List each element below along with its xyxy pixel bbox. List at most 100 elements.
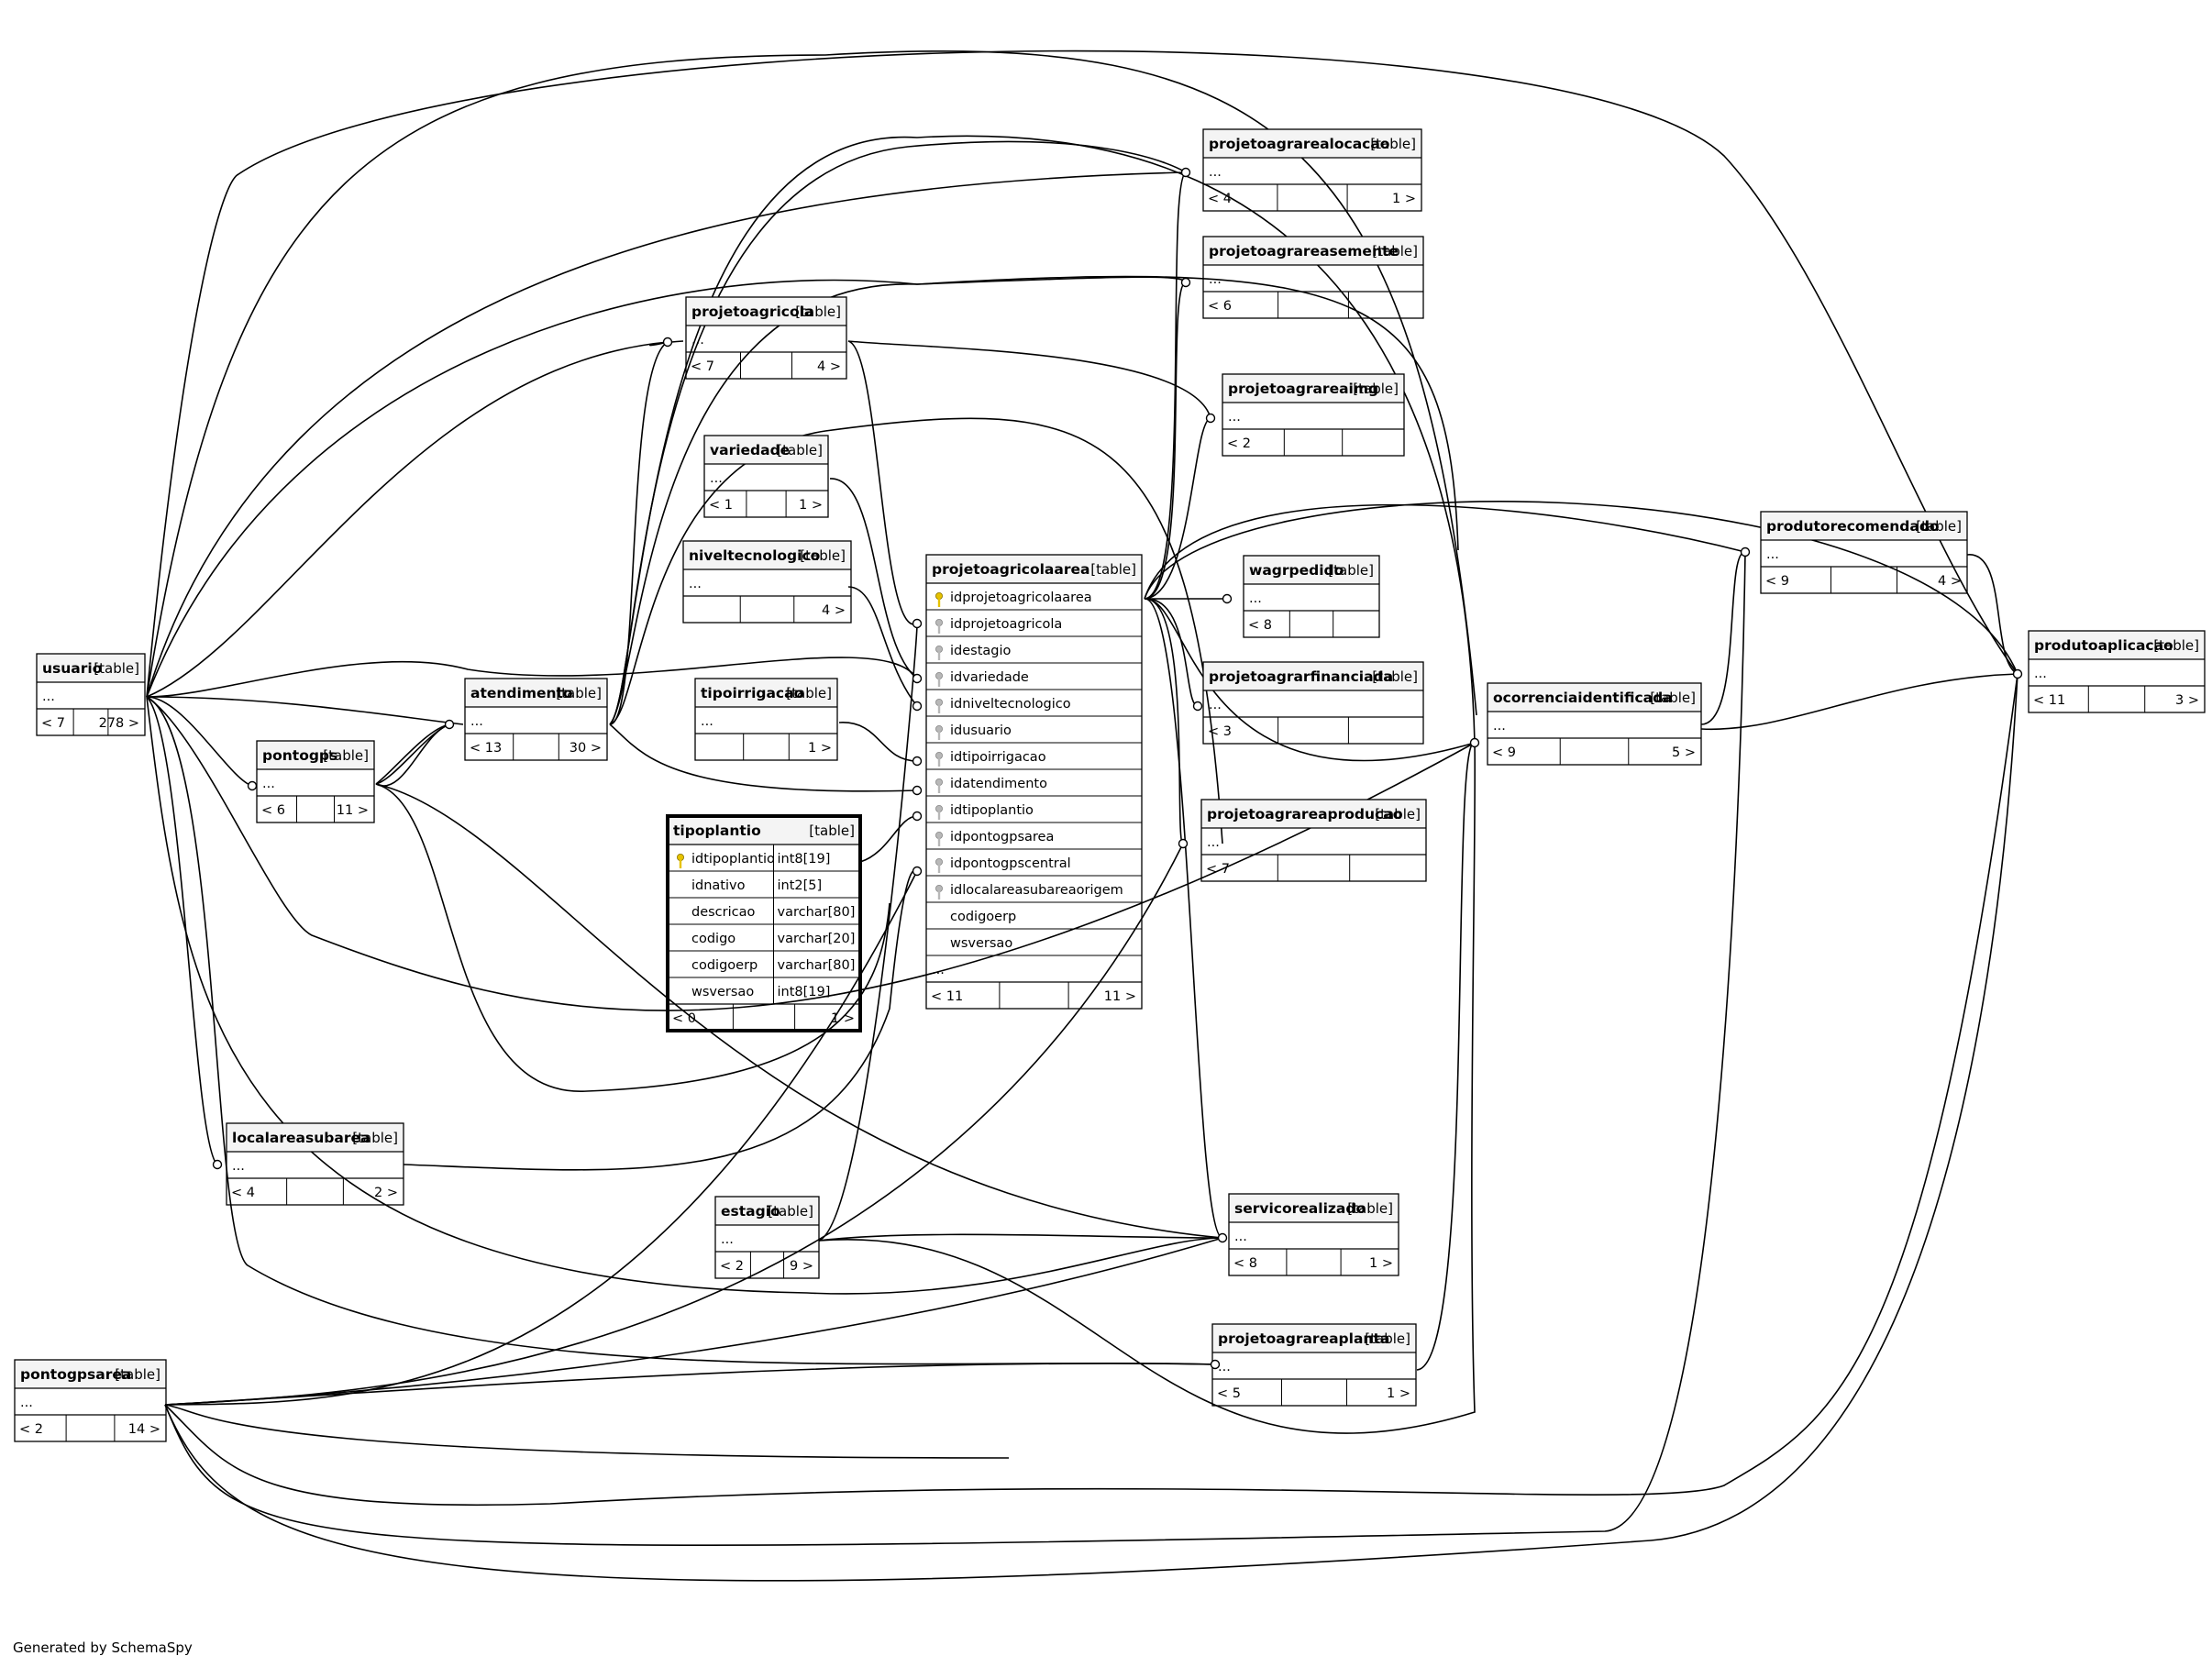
column-row[interactable]: ... (42, 690, 55, 704)
parents-count: < 9 (1492, 745, 1516, 760)
column-name: descricao (691, 905, 755, 920)
children-count: 4 > (822, 603, 846, 618)
children-count: 1 > (1369, 1256, 1393, 1271)
foreign-key-icon (935, 805, 944, 820)
table-border (226, 1122, 404, 1206)
table-projetoagrareaimg[interactable]: projetoagrareaimg[table]...< 2 (1222, 373, 1405, 457)
column-row[interactable]: ... (1766, 547, 1779, 562)
table-name: atendimento (470, 685, 573, 701)
column-row[interactable]: ... (691, 333, 704, 348)
column-row[interactable]: ... (1209, 698, 1222, 712)
column-row[interactable]: ... (470, 714, 483, 729)
column-row[interactable]: idatendimento (926, 768, 1142, 793)
table-name: projetoagrareaproducao (1207, 806, 1402, 822)
table-wagrpedido[interactable]: wagrpedido[table]...< 8 (1243, 555, 1380, 638)
table-tipoirrigacao[interactable]: tipoirrigacao[table]...1 > (694, 678, 838, 761)
column-row[interactable]: idtipoplantio (926, 795, 1142, 820)
table-tag: [table] (1650, 690, 1696, 706)
column-row[interactable]: ... (1493, 719, 1506, 734)
parents-count: < 2 (720, 1259, 744, 1274)
column-row[interactable]: idtipoirrigacao (926, 742, 1142, 767)
column-row[interactable]: idpontogpsarea (926, 822, 1142, 846)
column-row[interactable]: idestagio (926, 635, 1142, 660)
column-row[interactable]: idpontogpscentral (926, 848, 1142, 873)
table-border (464, 678, 608, 761)
children-count: 278 > (99, 716, 139, 731)
column-row[interactable]: ... (2034, 667, 2047, 681)
table-name: variedade (710, 442, 790, 458)
column-row[interactable]: ... (232, 1159, 245, 1174)
table-tag: [table] (1372, 668, 1418, 685)
column-name: ... (1218, 1360, 1231, 1374)
column-row[interactable]: ... (710, 471, 723, 486)
column-row[interactable]: ... (20, 1396, 33, 1410)
column-row[interactable]: ... (1234, 1230, 1247, 1244)
column-row[interactable]: idniveltecnologico (926, 689, 1142, 713)
column-name: ... (1766, 547, 1779, 562)
column-row[interactable]: idusuario (926, 715, 1142, 740)
table-projetoagrarfinanciada[interactable]: projetoagrarfinanciada[table]...< 3 (1202, 661, 1424, 745)
children-count: 9 > (790, 1259, 813, 1274)
column-row[interactable]: ... (1249, 591, 1262, 606)
column-row[interactable]: idprojetoagricolaarea (935, 591, 1092, 607)
column-row[interactable]: ... (1209, 165, 1222, 180)
column-row[interactable]: ... (926, 955, 1142, 977)
column-row[interactable]: ... (701, 714, 713, 729)
table-name: tipoplantio (673, 822, 761, 839)
column-name: ... (932, 963, 945, 977)
children-count: 11 > (1104, 989, 1136, 1004)
table-projetoagricolaarea[interactable]: projetoagricolaarea[table]idprojetoagric… (925, 554, 1143, 1010)
table-projetoagrareasemente[interactable]: projetoagrareasemente[table]...< 6 (1202, 236, 1424, 319)
table-tag: [table] (1328, 562, 1374, 579)
children-count: 4 > (817, 359, 841, 374)
endpoint-marker (247, 780, 258, 791)
column-row[interactable]: ... (1207, 835, 1220, 850)
table-niveltecnologico[interactable]: niveltecnologico[table]...4 > (682, 540, 852, 624)
table-border (1228, 1193, 1399, 1276)
children-count: 1 > (1387, 1386, 1410, 1401)
children-count: 1 > (1392, 192, 1416, 206)
table-tag: [table] (1347, 1200, 1393, 1217)
column-row[interactable]: ... (721, 1232, 734, 1247)
column-row[interactable]: ... (689, 577, 702, 591)
column-row[interactable]: idlocalareasubareaorigem (926, 875, 1142, 900)
column-row[interactable]: ... (1209, 272, 1222, 287)
endpoint-marker (1192, 701, 1203, 712)
column-row[interactable]: idvariedade (926, 662, 1142, 687)
column-row[interactable]: wsversao (926, 928, 1142, 951)
column-name: idlocalareasubareaorigem (950, 883, 1123, 898)
column-row[interactable]: codigoerp (926, 901, 1142, 924)
column-row[interactable]: ... (1228, 410, 1241, 425)
column-row[interactable]: ... (1218, 1360, 1231, 1374)
children-count: 3 > (2175, 693, 2199, 708)
table-tag: [table] (1365, 1330, 1410, 1347)
table-tag: [table] (1372, 243, 1418, 259)
table-tag: [table] (2153, 637, 2199, 654)
column-row[interactable]: idprojetoagricola (926, 609, 1142, 634)
column-name: idpontogpsarea (950, 830, 1054, 845)
table-tag: [table] (1916, 518, 1962, 535)
column-row[interactable]: ... (262, 777, 275, 791)
table-projetoagrareaproducao[interactable]: projetoagrareaproducao[table]...< 7 (1200, 799, 1427, 882)
